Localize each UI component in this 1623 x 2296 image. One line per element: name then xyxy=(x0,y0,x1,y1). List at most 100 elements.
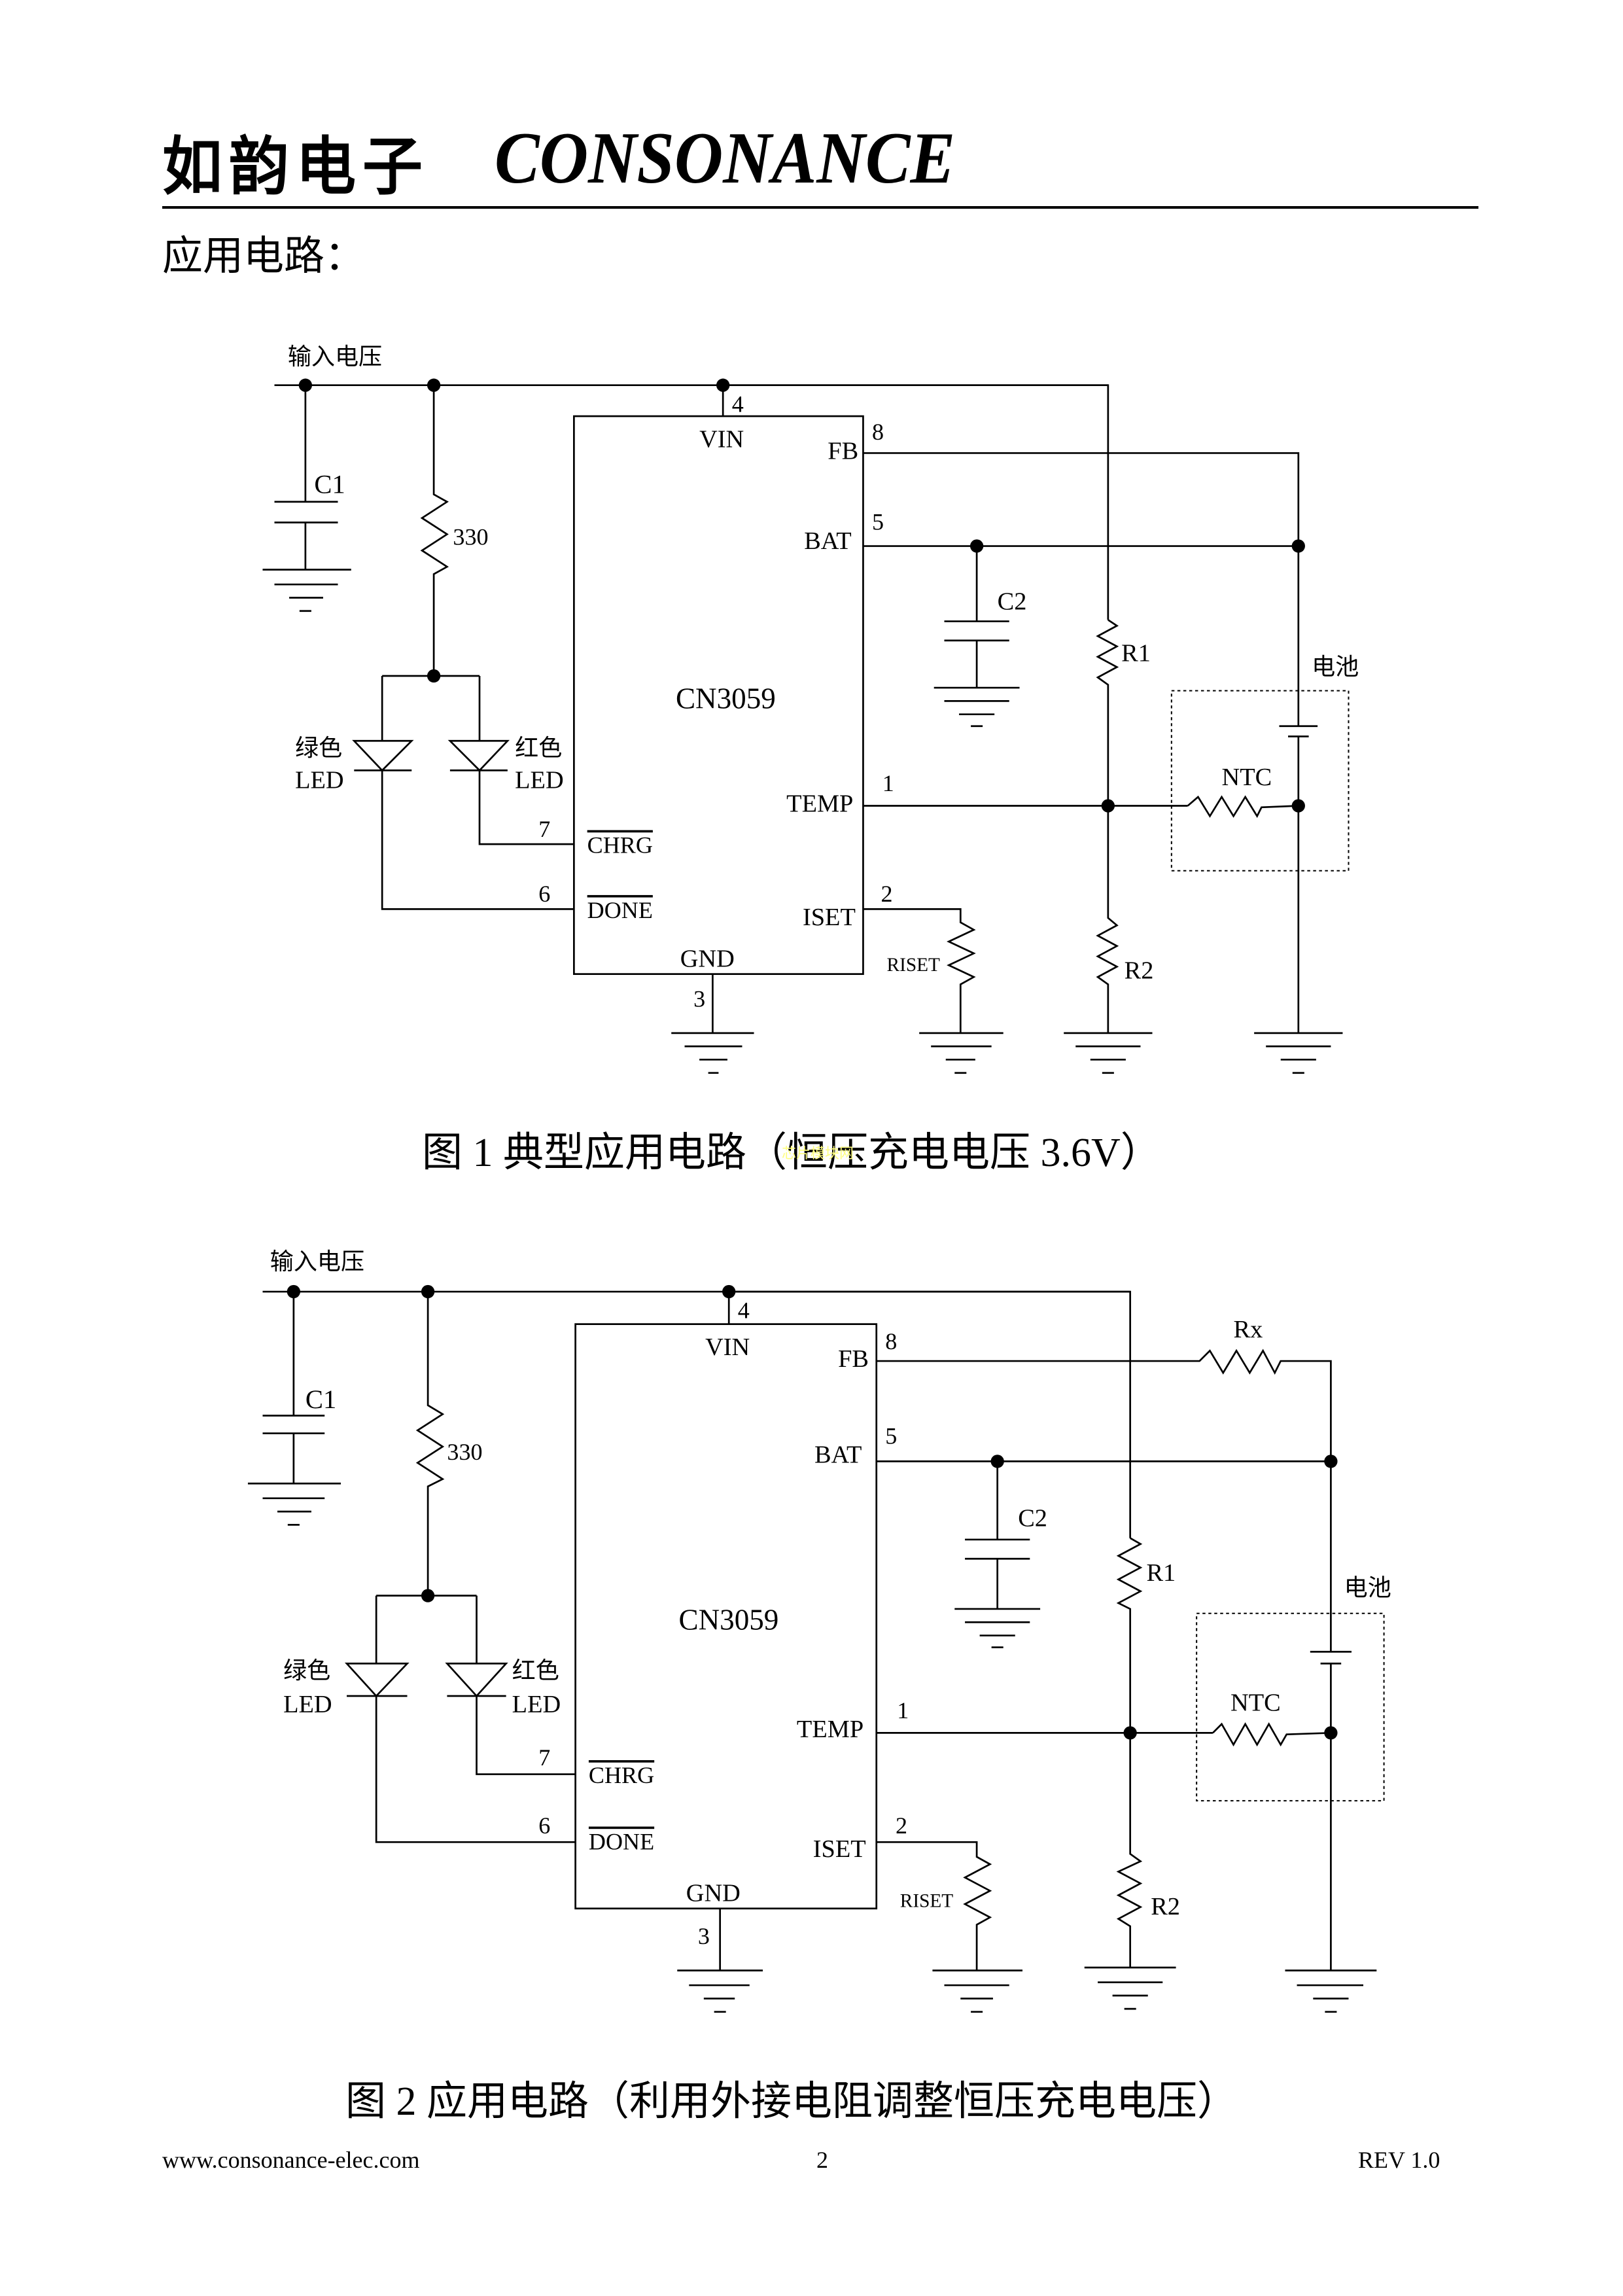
resistor-r1: R1 xyxy=(1096,619,1151,806)
ground-symbol xyxy=(262,569,351,612)
pin-fb-label: FB xyxy=(838,1345,869,1373)
capacitor-c2: C2 xyxy=(954,1461,1047,1648)
resistor-riset: RISET xyxy=(876,1841,1023,2013)
chip-cn3059: 4 VIN CN3059 FB 8 BAT 5 TEMP 1 CHRG 7 DO… xyxy=(538,385,894,1074)
resistor-330-label: 330 xyxy=(447,1439,482,1465)
riset-label: RISET xyxy=(900,1891,953,1912)
c2-label: C2 xyxy=(998,588,1027,616)
green-led-icon xyxy=(344,1663,410,1698)
pin-vin-label: VIN xyxy=(705,1333,750,1361)
r2-label: R2 xyxy=(1151,1893,1180,1920)
figure-2-caption: 图 2 应用电路（利用外接电阻调整恒压充电电压） xyxy=(345,2079,1238,2124)
footer-website: www.consonance-elec.com xyxy=(162,2147,420,2173)
pin-bat-label: BAT xyxy=(814,1441,862,1469)
green-led-label: 绿色 xyxy=(295,734,342,762)
temp-net: NTC xyxy=(863,764,1305,819)
green-led-label-2: LED xyxy=(283,1691,332,1718)
r1-label: R1 xyxy=(1146,1559,1176,1587)
capacitor-c2: C2 xyxy=(934,546,1027,728)
pin-chrg-label: CHRG xyxy=(587,832,653,858)
pin-gnd-label: GND xyxy=(680,945,735,972)
chip-name: CN3059 xyxy=(676,682,776,715)
c1-label: C1 xyxy=(314,469,345,499)
resistor-330-label: 330 xyxy=(453,523,488,550)
pin-3-number: 3 xyxy=(698,1923,710,1949)
red-led-label: 红色 xyxy=(512,1657,559,1684)
resistor-r2: R2 xyxy=(1064,805,1154,1074)
red-led-icon xyxy=(447,739,510,772)
figure-1-caption: 图 1 典型应用电路（恒压充电电压 3.6V） xyxy=(422,1131,1161,1175)
figure-1-schematic: 输入电压 C1 330 绿色 LED 红色 LED 4 VIN xyxy=(262,343,1359,1074)
pin-1-number: 1 xyxy=(882,770,894,796)
led-pair: 绿色 LED 红色 LED xyxy=(295,675,574,910)
pin-temp-label: TEMP xyxy=(797,1716,864,1743)
pin-bat-label: BAT xyxy=(804,527,851,555)
battery-pack-outline xyxy=(1196,1612,1385,1802)
pin-done-label: DONE xyxy=(589,1829,654,1855)
footer-page-number: 2 xyxy=(816,2147,828,2173)
brand-chinese-name: 如韵电子 xyxy=(162,129,430,204)
battery: 电池 xyxy=(1196,1461,1391,2013)
resistor-riset: RISET xyxy=(863,908,1003,1074)
r1-label: R1 xyxy=(1121,639,1151,667)
input-voltage-label: 输入电压 xyxy=(270,1248,364,1275)
red-led-label-2: LED xyxy=(515,766,564,794)
fb-bat-net xyxy=(723,384,1305,620)
pin-7-number: 7 xyxy=(538,1744,550,1771)
header-divider xyxy=(162,206,1478,209)
pin-1-number: 1 xyxy=(897,1697,909,1723)
pin-3-number: 3 xyxy=(693,985,705,1012)
ntc-label: NTC xyxy=(1230,1689,1281,1717)
pin-5-number: 5 xyxy=(885,1422,897,1449)
pin-2-number: 2 xyxy=(881,881,893,907)
watermark: 芯片模块网 xyxy=(782,1146,854,1162)
pin-5-number: 5 xyxy=(872,509,884,535)
pin-iset-label: ISET xyxy=(803,904,856,931)
pin-done-label: DONE xyxy=(587,897,653,923)
pin-8-number: 8 xyxy=(885,1328,897,1354)
pin-vin-label: VIN xyxy=(699,425,744,453)
pin-gnd-label: GND xyxy=(686,1880,741,1907)
pin-iset-label: ISET xyxy=(813,1835,866,1863)
riset-label: RISET xyxy=(887,955,941,976)
pin-8-number: 8 xyxy=(872,419,884,445)
chip-name: CN3059 xyxy=(679,1604,779,1636)
battery-label: 电池 xyxy=(1344,1574,1391,1602)
pin-7-number: 7 xyxy=(538,816,550,842)
battery-label: 电池 xyxy=(1312,653,1359,680)
r2-label: R2 xyxy=(1125,957,1154,984)
pin-2-number: 2 xyxy=(896,1812,907,1839)
c2-label: C2 xyxy=(1018,1505,1047,1532)
resistor-330: 330 xyxy=(420,385,489,683)
input-rail: 输入电压 xyxy=(262,1248,1130,1299)
rx-label: Rx xyxy=(1234,1316,1263,1343)
capacitor-c1: C1 xyxy=(247,1292,341,1526)
red-led-label: 红色 xyxy=(515,734,562,762)
pin-4-number: 4 xyxy=(738,1298,750,1324)
footer-revision: REV 1.0 xyxy=(1358,2147,1440,2173)
capacitor-c1: C1 xyxy=(274,385,345,570)
chip-cn3059: 4 VIN CN3059 FB 8 BAT 5 TEMP 1 CHRG 7 DO… xyxy=(538,1292,909,2013)
green-led-label: 绿色 xyxy=(283,1657,330,1684)
green-led-label-2: LED xyxy=(295,766,344,794)
c1-label: C1 xyxy=(305,1385,336,1414)
pin-6-number: 6 xyxy=(538,881,550,907)
pin-6-number: 6 xyxy=(538,1812,550,1839)
fb-rx-net: Rx xyxy=(729,1290,1338,1538)
brand-english-name: CONSONANCE xyxy=(495,118,956,199)
input-voltage-label: 输入电压 xyxy=(288,343,382,370)
pin-fb-label: FB xyxy=(828,437,858,465)
resistor-330: 330 xyxy=(415,1292,483,1602)
red-led-icon xyxy=(445,1663,508,1698)
battery-pack-outline xyxy=(1170,690,1350,872)
pin-chrg-label: CHRG xyxy=(589,1762,654,1788)
resistor-r1: R1 xyxy=(1116,1537,1176,1733)
red-led-label-2: LED xyxy=(512,1691,561,1718)
temp-net: NTC xyxy=(876,1689,1338,1747)
figure-2-schematic: 输入电压 C1 330 绿色 LED 红色 LED 4 VIN CN3059 F… xyxy=(247,1248,1391,2013)
resistor-r2: R2 xyxy=(1084,1733,1180,2010)
pin-temp-label: TEMP xyxy=(786,790,853,818)
section-title: 应用电路： xyxy=(162,234,366,279)
green-led-icon xyxy=(352,739,414,772)
battery: 电池 xyxy=(1170,546,1359,1074)
